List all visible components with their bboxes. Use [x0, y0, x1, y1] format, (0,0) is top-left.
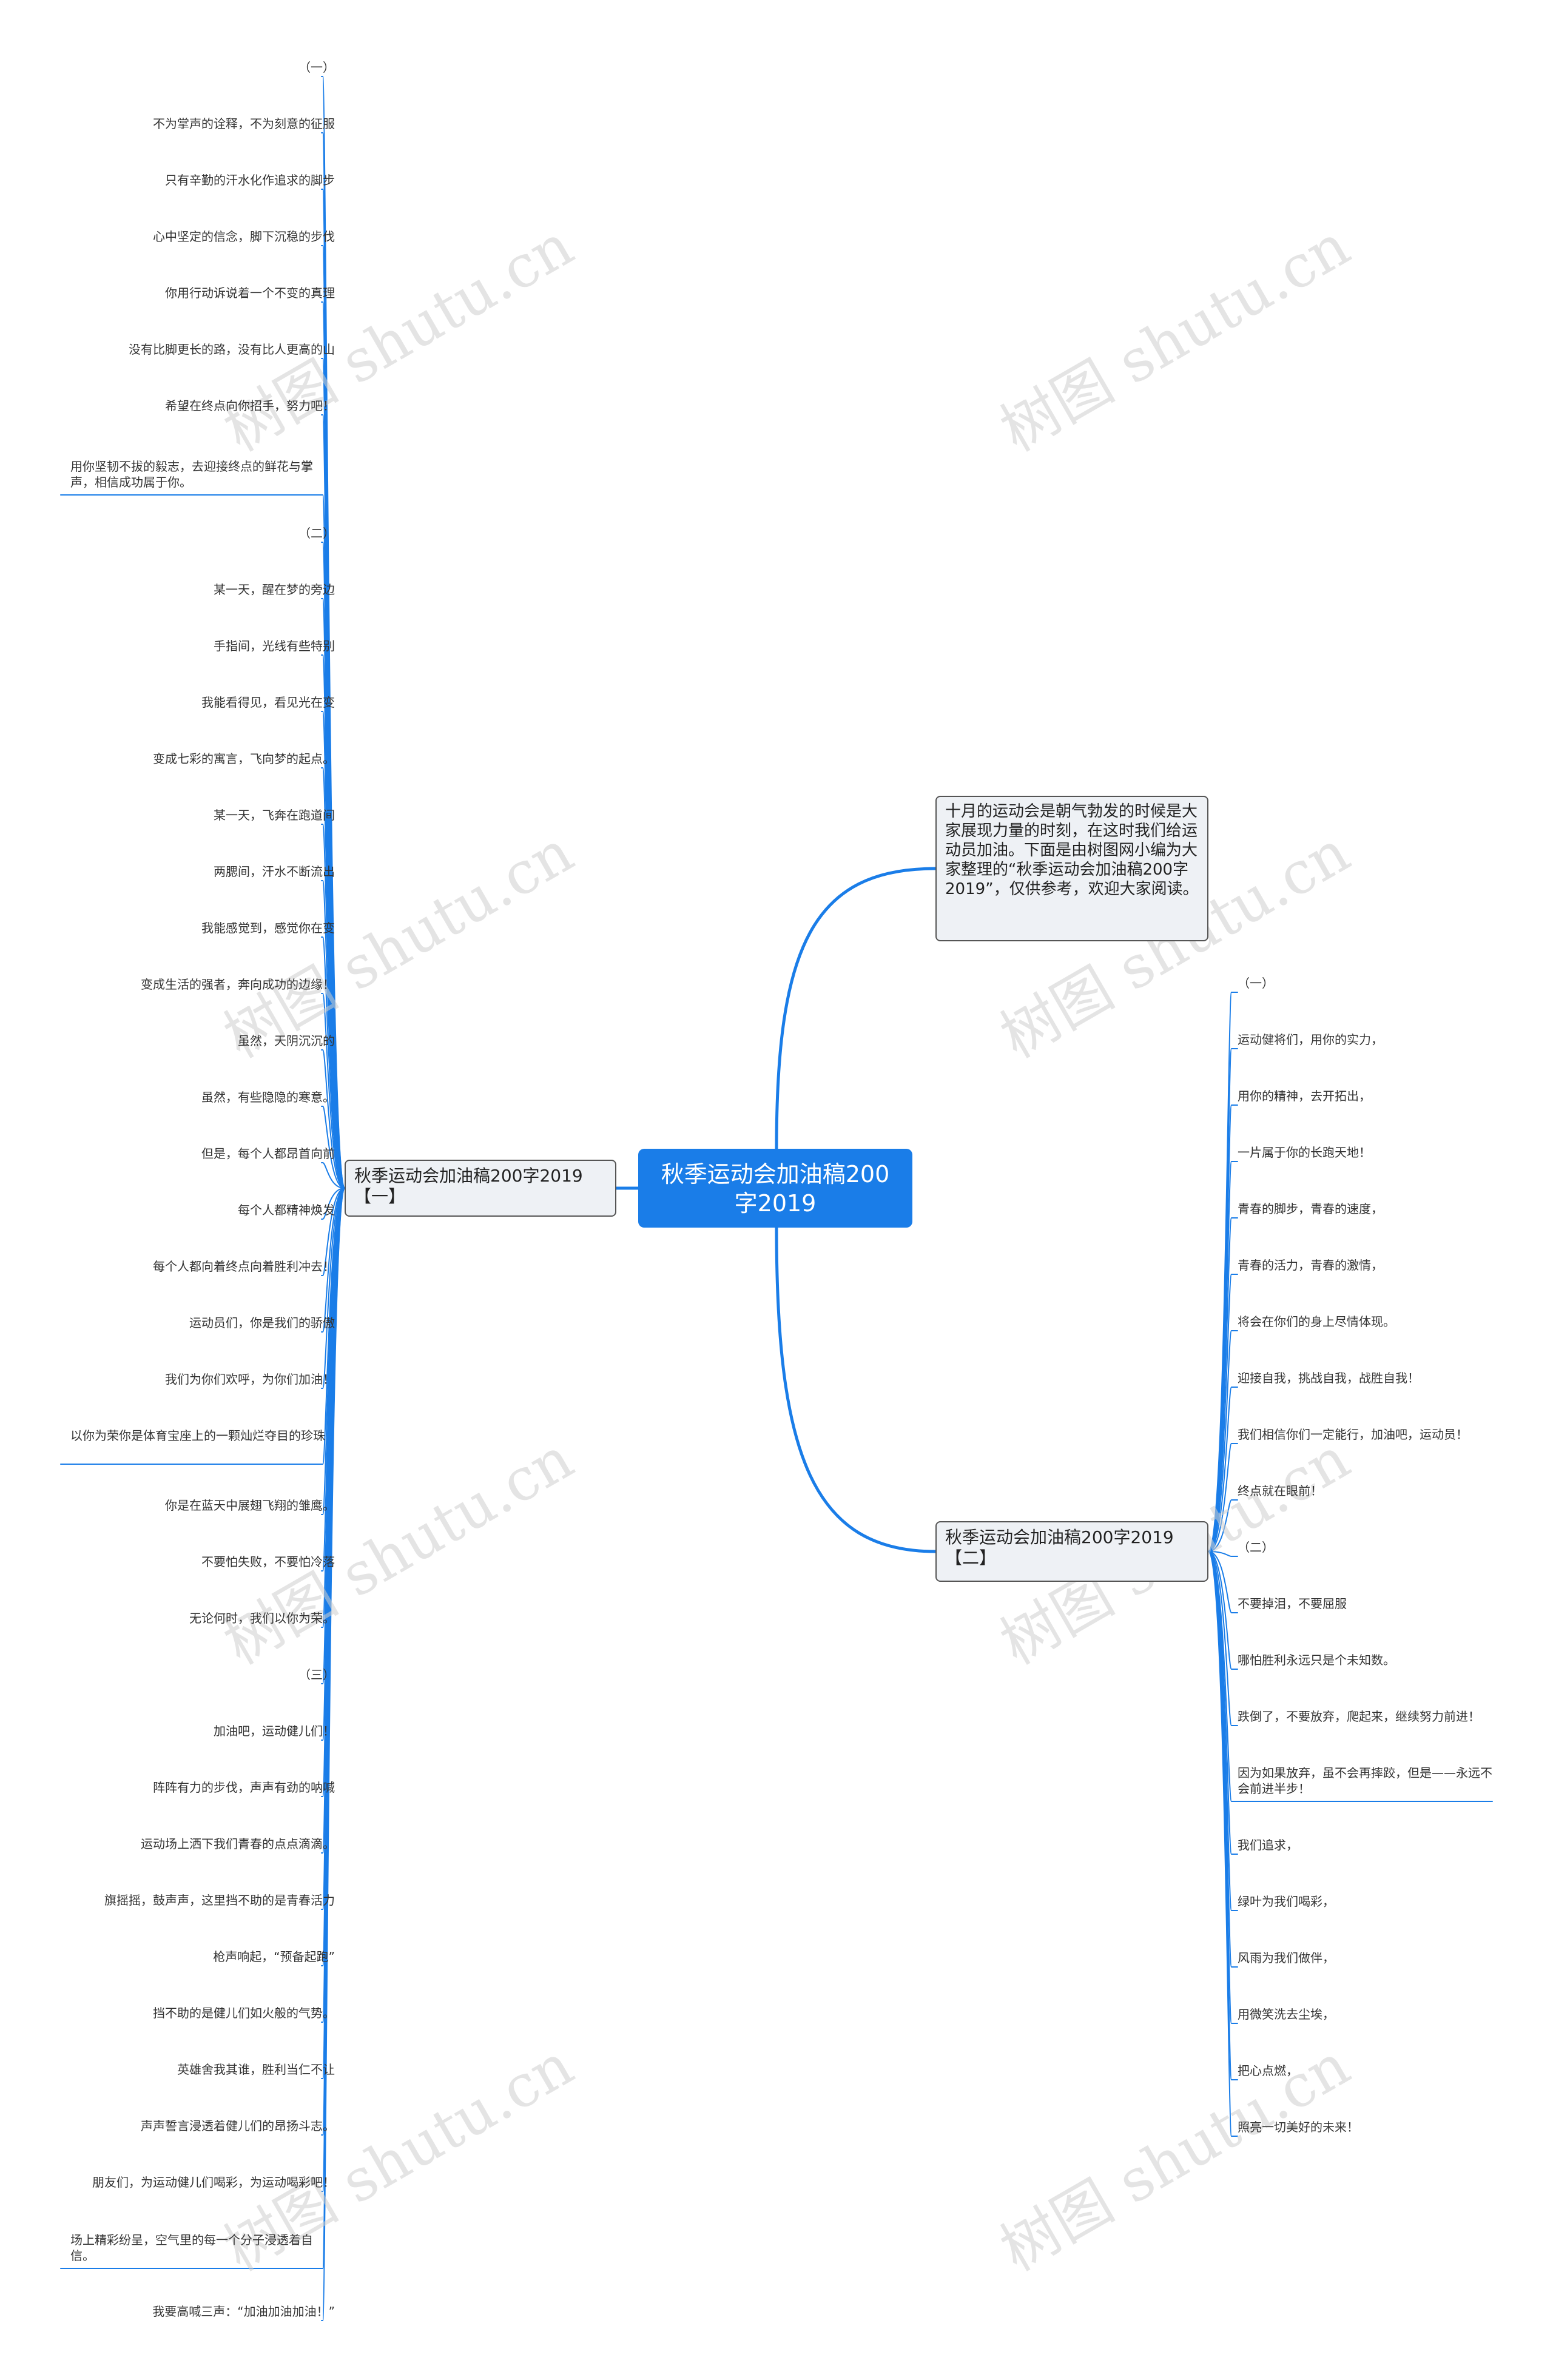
edge-leaf-right	[1208, 1443, 1238, 1552]
leaf-item[interactable]: 两腮间，汗水不断流出	[214, 864, 335, 879]
leaf-item[interactable]: 你是在蓝天中展翅飞翔的雏鹰。	[165, 1498, 335, 1513]
edge-leaf-right	[1208, 1330, 1238, 1552]
leaf-item[interactable]: 用你坚韧不拔的毅志，去迎接终点的鲜花与掌声，相信成功属于你。	[70, 459, 313, 489]
edge-leaf-right	[1208, 1217, 1238, 1552]
leaf-item[interactable]: 用微笑洗去尘埃，	[1238, 2007, 1335, 2022]
edge-leaf-left	[321, 1188, 345, 1276]
leaf-item[interactable]: 终点就在眼前！	[1238, 1484, 1322, 1498]
leaf-item[interactable]: 运动场上洒下我们青春的点点滴滴。	[141, 1837, 335, 1851]
leaf-item[interactable]: 每个人都向着终点向着胜利冲去！	[153, 1259, 335, 1274]
edge-leaf-right	[1208, 1551, 1493, 1802]
leaf-item[interactable]: 一片属于你的长跑天地！	[1238, 1145, 1371, 1160]
edge-root-branch2	[775, 1226, 937, 1553]
leaf-item[interactable]: 把心点燃，	[1238, 2063, 1298, 2078]
edge-leaf-right	[1208, 1274, 1238, 1552]
leaf-item[interactable]: 但是，每个人都昂首向前	[201, 1146, 335, 1161]
leaf-item[interactable]: 不要怕失败，不要怕冷落	[201, 1555, 335, 1569]
leaf-item[interactable]: 青春的活力，青春的激情，	[1238, 1258, 1383, 1272]
edge-leaf-left	[321, 1049, 345, 1189]
leaf-item[interactable]: 照亮一切美好的未来！	[1238, 2120, 1359, 2134]
leaf-item[interactable]: 迎接自我，挑战自我，战胜自我！	[1238, 1371, 1420, 1385]
leaf-item[interactable]: 某一天，醒在梦的旁边	[214, 582, 335, 597]
leaf-item[interactable]: 我们为你们欢呼，为你们加油！	[165, 1372, 335, 1387]
leaf-item[interactable]: 以你为荣你是体育宝座上的一颗灿烂夺目的珍珠	[70, 1428, 325, 1443]
leaf-item[interactable]: 风雨为我们做伴，	[1238, 1951, 1335, 1965]
leaf-item[interactable]: 每个人都精神焕发	[238, 1203, 335, 1217]
leaf-item[interactable]: （一）	[298, 60, 335, 75]
leaf-item[interactable]: 将会在你们的身上尽情体现。	[1238, 1314, 1395, 1329]
leaf-item[interactable]: 变成生活的强者，奔向成功的边缘！	[141, 977, 335, 992]
edge-leaf-left	[321, 1106, 345, 1189]
leaf-item[interactable]: 用你的精神，去开拓出，	[1238, 1089, 1371, 1103]
leaf-item[interactable]: （二）	[1238, 1540, 1274, 1555]
leaf-item[interactable]: 你用行动诉说着一个不变的真理	[165, 286, 335, 300]
leaf-item[interactable]: 我们相信你们一定能行，加油吧，运动员！	[1238, 1427, 1468, 1442]
leaf-item[interactable]: 朋友们，为运动健儿们喝彩，为运动喝彩吧！	[92, 2175, 335, 2190]
leaf-item[interactable]: 旗摇摇，鼓声声，这里挡不助的是青春活力	[104, 1893, 335, 1908]
leaf-item[interactable]: 声声誓言浸透着健儿们的昂扬斗志。	[141, 2119, 335, 2133]
leaf-item[interactable]: 无论何时，我们以你为荣。	[189, 1611, 335, 1625]
edge-leaf-left	[321, 993, 345, 1189]
leaf-item[interactable]: 心中坚定的信念，脚下沉稳的步伐	[153, 229, 335, 244]
leaf-item[interactable]: 我要高喊三声：“加油加油加油！”	[152, 2304, 335, 2319]
leaf-item[interactable]: 我能看得见，看见光在变	[201, 695, 335, 710]
leaf-item[interactable]: 阵阵有力的步伐，声声有劲的呐喊	[153, 1780, 335, 1795]
branch-node-2[interactable]: 秋季运动会加油稿200字2019【二】	[935, 1521, 1208, 1582]
leaf-item[interactable]: （一）	[1238, 976, 1274, 990]
leaf-item[interactable]: （三）	[298, 1667, 335, 1682]
branch-node-1[interactable]: 秋季运动会加油稿200字2019【一】	[345, 1160, 616, 1217]
leaf-item[interactable]: 枪声响起，“预备起跑”	[213, 1949, 335, 1964]
leaf-item[interactable]: 希望在终点向你招手，努力吧！	[165, 398, 335, 413]
leaf-item[interactable]: 哪怕胜利永远只是个未知数。	[1238, 1653, 1395, 1667]
edge-leaf-right	[1208, 1499, 1238, 1552]
leaf-item[interactable]: 某一天，飞奔在跑道间	[214, 808, 335, 822]
leaf-item[interactable]: 手指间，光线有些特别	[214, 639, 335, 653]
edge-root-intro	[775, 867, 937, 1151]
edge-leaf-left	[321, 1188, 345, 1333]
leaf-item[interactable]: 运动员们，你是我们的骄傲	[189, 1316, 335, 1330]
edge-leaf-left	[321, 1188, 345, 2321]
edge-leaf-right	[1208, 1551, 1238, 1670]
leaf-item[interactable]: 挡不助的是健儿们如火般的气势。	[153, 2006, 335, 2020]
leaf-item[interactable]: 变成七彩的寓言，飞向梦的起点。	[153, 751, 335, 766]
edge-leaf-left	[321, 936, 345, 1189]
leaf-item[interactable]: 运动健将们，用你的实力，	[1238, 1032, 1383, 1047]
edge-leaf-right	[1208, 1551, 1238, 1557]
leaf-item[interactable]: 因为如果放弃，虽不会再摔跤，但是——永远不会前进半步！	[1238, 1766, 1492, 1796]
edge-leaf-left	[321, 1188, 345, 1389]
leaf-item[interactable]: 场上精彩纷呈，空气里的每一个分子浸透着自信。	[70, 2233, 313, 2263]
edge-leaf-left	[60, 494, 345, 1189]
edge-leaf-right	[1208, 1551, 1238, 2137]
edge-leaf-right	[1208, 1551, 1238, 2080]
leaf-item[interactable]: 绿叶为我们喝彩，	[1238, 1894, 1335, 1909]
edge-leaf-right	[1208, 1387, 1238, 1552]
intro-node[interactable]: 十月的运动会是朝气勃发的时候是大家展现力量的时刻，在这时我们给运动员加油。下面是…	[935, 796, 1208, 941]
edge-leaf-left	[321, 880, 345, 1189]
leaf-item[interactable]: 没有比脚更长的路，没有比人更高的山	[129, 342, 335, 357]
edge-leaf-left	[321, 824, 345, 1189]
leaf-item[interactable]: 青春的脚步，青春的速度，	[1238, 1202, 1383, 1216]
leaf-item[interactable]: 不要掉泪，不要屈服	[1238, 1596, 1347, 1611]
leaf-item[interactable]: 不为掌声的诠释，不为刻意的征服	[153, 116, 335, 131]
edge-leaf-left	[321, 1188, 345, 1220]
leaf-item[interactable]: 虽然，有些隐隐的寒意。	[201, 1090, 335, 1104]
leaf-item[interactable]: 英雄舍我其谁，胜利当仁不让	[177, 2062, 335, 2077]
leaf-item[interactable]: 我们追求，	[1238, 1838, 1298, 1852]
leaf-item[interactable]: 跌倒了，不要放弃，爬起来，继续努力前进！	[1238, 1709, 1480, 1724]
root-node[interactable]: 秋季运动会加油稿200字2019	[638, 1149, 912, 1228]
edge-leaf-left	[321, 1162, 345, 1189]
leaf-item[interactable]: 虽然，天阴沉沉的	[238, 1034, 335, 1048]
leaf-item[interactable]: 只有辛勤的汗水化作追求的脚步	[165, 173, 335, 187]
leaf-item[interactable]: 我能感觉到，感觉你在变	[201, 921, 335, 935]
leaf-item[interactable]: （二）	[298, 526, 335, 540]
edge-leaf-right	[1208, 1551, 1238, 1613]
edge-leaf-right	[1208, 1551, 1238, 1726]
leaf-item[interactable]: 加油吧，运动健儿们！	[214, 1724, 335, 1738]
